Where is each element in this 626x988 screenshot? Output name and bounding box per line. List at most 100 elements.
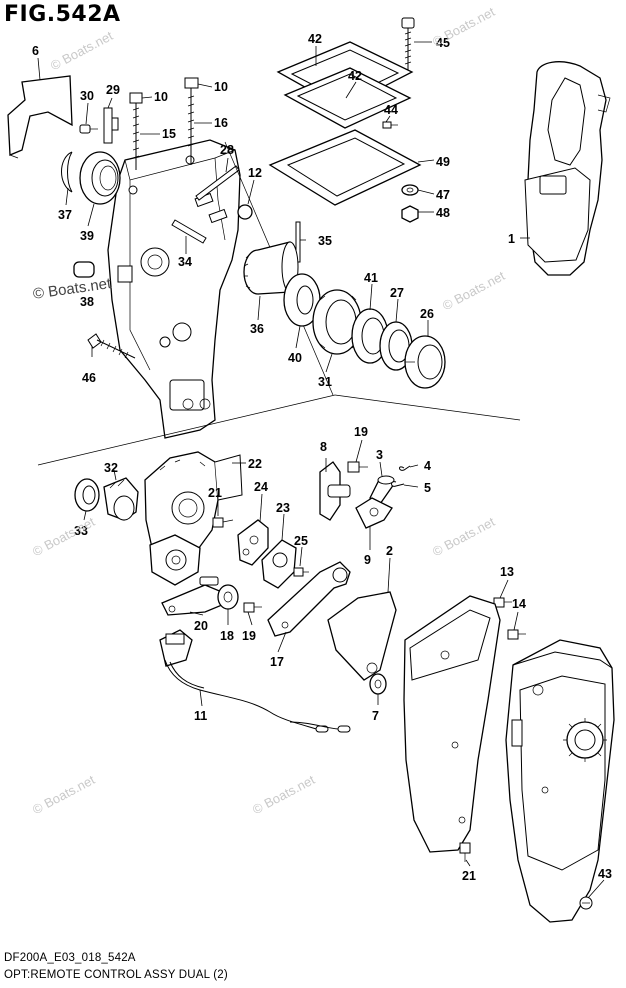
bolt-45 [401,17,415,70]
callout-42-mid: 42 [348,69,362,83]
shaft-9 [355,497,393,529]
callout-29: 29 [106,83,120,97]
circlip-37 [61,151,73,193]
pin-35 [295,221,301,263]
plate-2 [327,591,397,681]
callout-8: 8 [320,440,327,454]
callout-15: 15 [162,127,176,141]
callout-14: 14 [512,597,526,611]
clip-5 [391,481,405,487]
callout-7: 7 [372,709,379,723]
callout-18: 18 [220,629,234,643]
bolt-19-lower [243,602,262,613]
footer-caption: OPT:REMOTE CONTROL ASSY DUAL (2) [4,969,228,981]
callout-21-lower: 21 [462,869,476,883]
screw-21-upper [212,517,234,528]
screw-43 [579,896,593,910]
callout-39: 39 [80,229,94,243]
nut-48 [401,205,419,223]
callout-35: 35 [318,234,332,248]
callout-32: 32 [104,461,118,475]
callout-36: 36 [250,322,264,336]
screw-14 [507,629,526,640]
washer-18 [217,584,239,610]
washer-33 [74,478,100,512]
callout-45: 45 [436,36,450,50]
callout-40: 40 [288,351,302,365]
callout-17: 17 [270,655,284,669]
callout-26: 26 [420,307,434,321]
housing-22 [144,451,243,586]
callout-11: 11 [194,709,207,723]
callout-47: 47 [436,188,450,202]
callout-38: 38 [80,295,94,309]
bracket-8 [319,461,351,521]
washer-40 [283,273,321,327]
callout-42-top: 42 [308,32,322,46]
callout-31: 31 [318,375,332,389]
callout-28: 28 [220,143,234,157]
rod-28 [195,165,240,201]
bolt-16 [184,77,199,165]
callout-labels: 6 30 29 10 10 16 15 28 12 37 39 34 38 35… [32,32,612,883]
callout-1: 1 [508,232,515,246]
figure-title: FIG.542A [4,2,121,27]
bushing-7 [369,673,387,695]
separator-line-left [37,394,336,466]
plate-29 [103,107,119,144]
ring-27 [379,321,413,371]
bolt-46 [87,333,136,359]
callout-37: 37 [58,208,72,222]
callout-5: 5 [424,481,431,495]
callout-10-right: 10 [214,80,228,94]
bushing-26 [404,335,446,389]
callout-19-lower: 19 [242,629,256,643]
callout-13: 13 [500,565,514,579]
clip-4 [399,465,411,471]
knob-32 [103,477,139,521]
footer-code: DF200A_E03_018_542A [4,952,136,964]
callout-2: 2 [386,544,393,558]
leader-lines [37,41,605,899]
arm-17 [267,561,351,637]
callout-10-left: 10 [154,90,168,104]
separator-line-right [334,394,521,421]
cover-panel [403,595,501,853]
callout-49: 49 [436,155,450,169]
screw-21-lower [459,842,471,862]
screw-30 [79,124,98,134]
sleeve-31 [312,289,362,355]
callout-6: 6 [32,44,39,58]
cam-plate-24 [237,519,269,566]
callout-46: 46 [82,371,96,385]
cap-38 [73,261,133,283]
callout-44: 44 [384,103,398,117]
handle-1 [524,61,611,276]
bolt-15 [129,92,143,170]
callout-23: 23 [276,501,290,515]
callout-25: 25 [294,534,308,548]
callout-30: 30 [80,89,94,103]
bushing-39 [79,151,121,205]
ball-12 [237,204,253,220]
callout-12: 12 [248,166,262,180]
callout-33: 33 [74,524,88,538]
upper-housing [107,139,241,439]
callout-34: 34 [178,255,192,269]
gasket-49 [268,129,422,206]
callout-4: 4 [424,459,431,473]
callout-48: 48 [436,206,450,220]
screw-13 [493,597,512,608]
screw-25 [293,567,309,577]
switch-11 [159,629,351,733]
callout-3: 3 [376,448,383,462]
bracket-6 [7,75,73,159]
bolt-19-upper [347,461,368,473]
callout-16: 16 [214,116,228,130]
callout-20: 20 [194,619,208,633]
washer-47 [401,184,419,196]
callout-27: 27 [390,286,404,300]
callout-22: 22 [248,457,262,471]
callout-9: 9 [364,553,371,567]
